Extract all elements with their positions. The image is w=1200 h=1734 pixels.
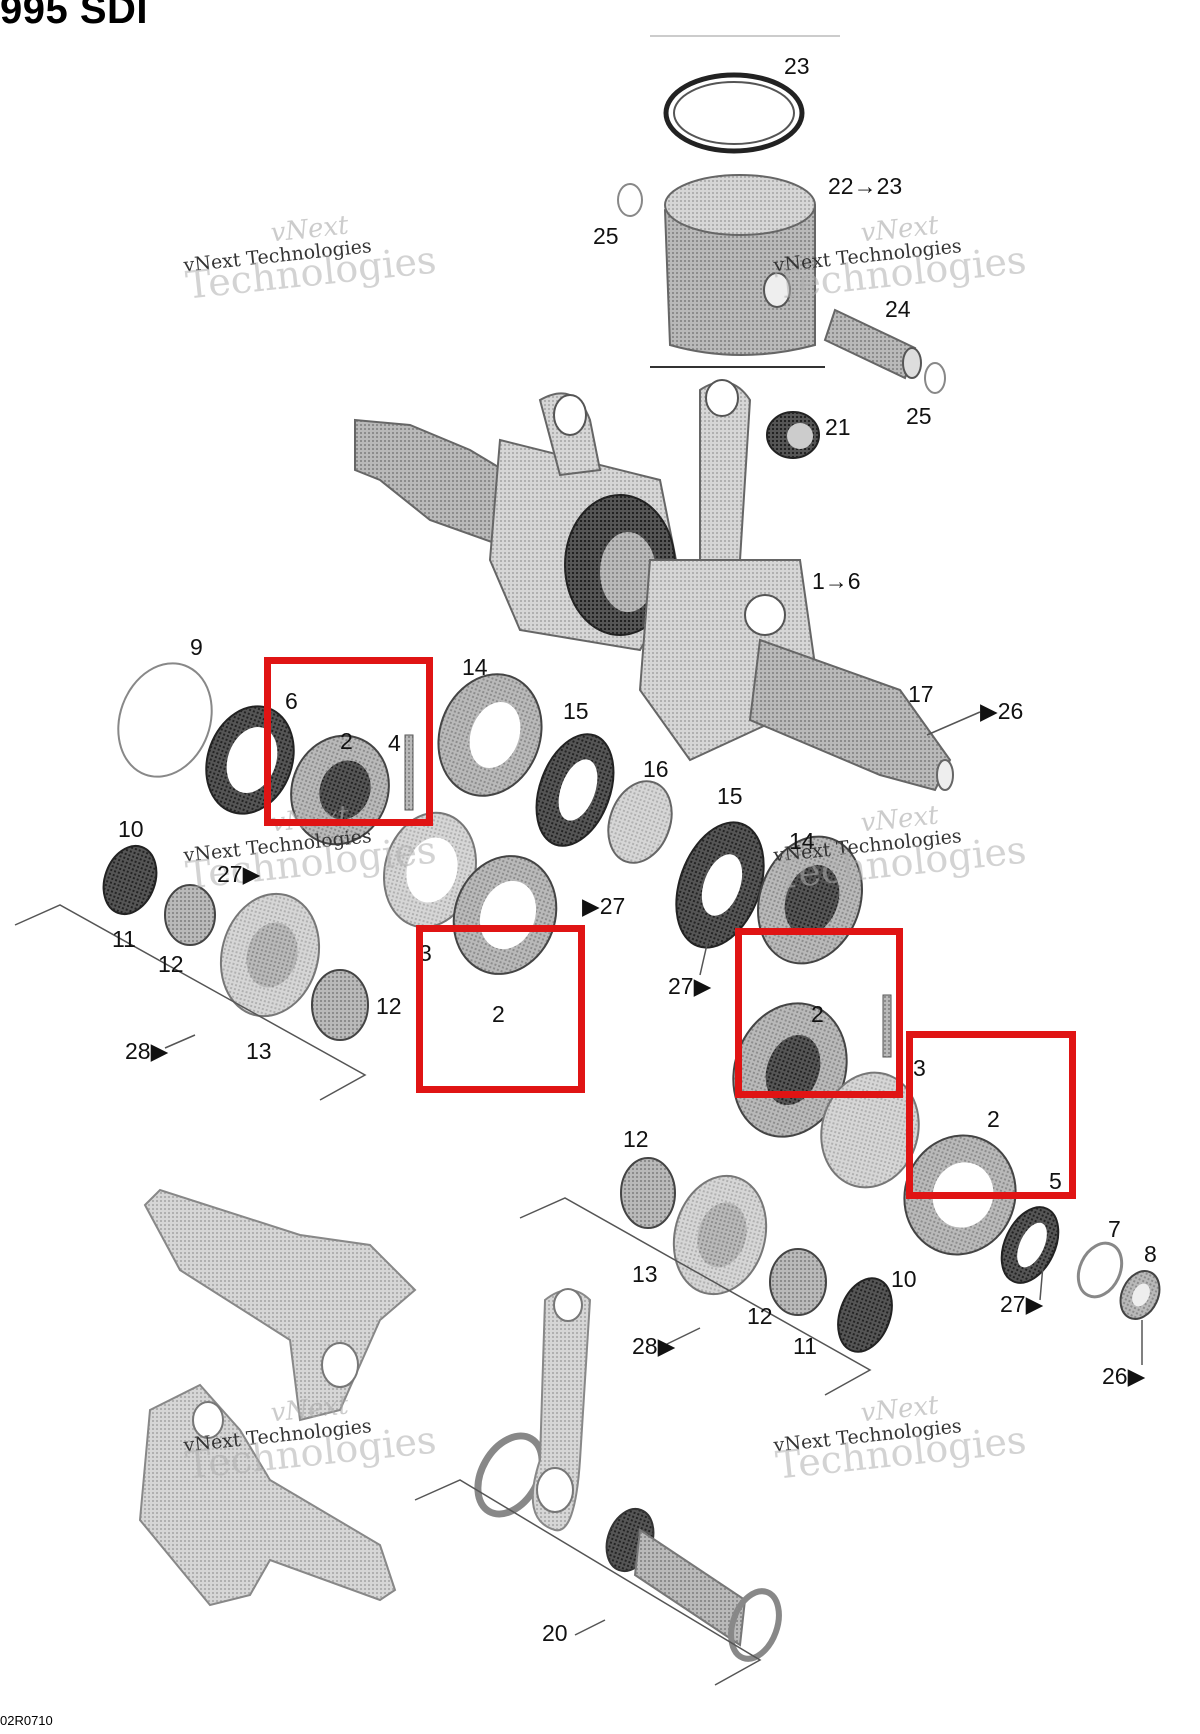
washer [1076, 1241, 1124, 1299]
ball-bearing-b [437, 673, 543, 797]
dowel-pin [404, 734, 414, 811]
callout-15-a: 15 [563, 698, 589, 724]
callout-11-b: 11 [793, 1333, 817, 1359]
callout-1-6: 1→6 [812, 568, 861, 594]
callout-14-a: 14 [462, 654, 488, 680]
needle-bearing-small [766, 411, 820, 459]
spacer-right-b [769, 1248, 827, 1316]
ball-bearing-c [452, 855, 558, 975]
callout-15-b: 15 [717, 783, 743, 809]
callout-28-a: 28▶ [125, 1038, 169, 1064]
piston [650, 174, 825, 368]
gear-center [383, 811, 477, 929]
retaining-ring [117, 662, 213, 778]
callout-4: 4 [388, 730, 401, 756]
needle-bearing-left [102, 845, 158, 915]
callout-3-b: 3 [913, 1055, 926, 1081]
callout-27-b: ▶27 [582, 893, 626, 919]
leader-28a [164, 1034, 196, 1049]
callout-17: 17 [908, 681, 934, 707]
spacer-right-of-gear [311, 969, 369, 1041]
gear-right [820, 1071, 920, 1189]
oil-seal-right [1000, 1206, 1060, 1284]
seal-ring-a [535, 733, 615, 847]
callout-26-a: ▶26 [980, 698, 1024, 724]
callout-13-a: 13 [246, 1038, 272, 1064]
callout-13-b: 13 [632, 1261, 658, 1287]
callout-21: 21 [825, 414, 851, 440]
circlip-left [617, 183, 643, 217]
leader-28b [664, 1327, 701, 1346]
spline-gear [607, 780, 673, 864]
callout-12-d: 12 [747, 1303, 773, 1329]
nut [1119, 1270, 1161, 1320]
callout-5: 5 [1049, 1168, 1062, 1194]
callout-11-a: 11 [112, 926, 136, 952]
crankshaft [354, 379, 954, 792]
callout-2-b: 2 [492, 1001, 505, 1027]
leader-20 [574, 1619, 606, 1636]
highlight-box-2 [416, 925, 585, 1093]
callout-12-c: 12 [623, 1126, 649, 1152]
callout-12-a: 12 [158, 951, 184, 977]
callout-25-right: 25 [906, 403, 932, 429]
highlight-box-3 [735, 928, 903, 1098]
diagram-code: 02R0710 [0, 1713, 53, 1728]
drive-gear-right [672, 1174, 768, 1296]
piston-pin [823, 308, 922, 380]
spacer-right-a [620, 1157, 676, 1229]
bracket-bottom [414, 1479, 762, 1686]
callout-6: 6 [285, 688, 298, 714]
dowel-pin-right [882, 994, 892, 1058]
seal-ring-b [675, 821, 765, 949]
bracket-left [14, 904, 367, 1101]
drive-gear-left [219, 892, 321, 1018]
callout-26-b: 26▶ [1102, 1363, 1146, 1389]
callout-22-23: 22→23 [828, 173, 903, 199]
callout-14-b: 14 [789, 828, 815, 854]
callout-9: 9 [190, 634, 203, 660]
diagram-title: 995 SDI [0, 0, 149, 32]
leader-27c [699, 939, 709, 976]
crank-half-lower [138, 1383, 397, 1607]
crank-half-upper [143, 1188, 417, 1422]
callout-8: 8 [1144, 1241, 1157, 1267]
callout-28-b: 28▶ [632, 1333, 676, 1359]
spacer-left [164, 884, 216, 946]
callout-20: 20 [542, 1620, 568, 1646]
callout-10-b: 10 [891, 1266, 917, 1292]
ball-bearing-a [290, 734, 390, 846]
callout-27-c: 27▶ [668, 973, 712, 999]
circlip-right [924, 362, 946, 394]
callout-27-a: 27▶ [217, 861, 261, 887]
callout-23: 23 [784, 53, 810, 79]
leader-26a [926, 711, 981, 736]
highlight-box-4 [906, 1031, 1076, 1199]
callout-27-d: 27▶ [1000, 1291, 1044, 1317]
needle-bearing-right [837, 1277, 893, 1353]
leader-27d [1039, 1264, 1044, 1301]
callout-2-c: 2 [811, 1001, 824, 1027]
highlight-box-1 [264, 657, 433, 826]
callout-25-left: 25 [593, 223, 619, 249]
bracket-right [519, 1197, 872, 1396]
callout-16: 16 [643, 756, 669, 782]
callout-10-a: 10 [118, 816, 144, 842]
callout-24: 24 [885, 296, 911, 322]
callout-7: 7 [1108, 1216, 1121, 1242]
callout-12-b: 12 [376, 993, 402, 1019]
ball-bearing-e [732, 1002, 848, 1138]
callout-2-a: 2 [340, 728, 353, 754]
callout-2-d: 2 [987, 1106, 1000, 1132]
piston-ring [663, 72, 805, 154]
connecting-rod [474, 1288, 782, 1662]
